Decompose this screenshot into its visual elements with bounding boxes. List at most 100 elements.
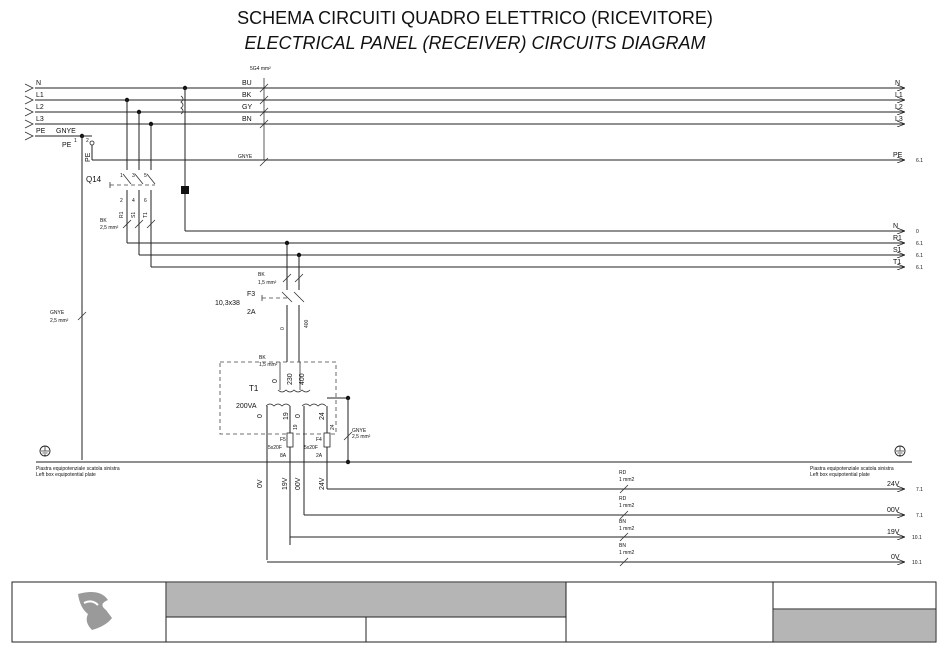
lv-0v-color: BN [619,543,626,549]
plate-left-en: Left box equipotential plate [36,472,96,478]
output-lines [127,85,905,267]
wire-color-l2: GY [242,104,252,111]
q14-section: 2,5 mm² [100,225,119,231]
f3-term-400: 400 [304,319,310,328]
lv-vert-00v: 00V [295,477,302,490]
out-r1-ref: 6.1 [916,241,923,247]
pe-gnye-label: GNYE [56,128,76,135]
right-label-l2: L2 [895,104,903,111]
fuse-f3 [261,243,305,362]
out-t1-ref: 6.1 [916,265,923,271]
gnye-left-wire: GNYE [50,310,65,316]
wire-color-n: BU [242,80,252,87]
lv-0v-label: 0V [891,554,900,561]
q14-term-5: 5 [144,173,147,179]
q14-switch [109,97,156,267]
lv-24v-ref: 7.1 [916,487,923,493]
title-block [11,581,937,643]
plate-right-it: Piastra equipotenziale scatola sinistra [810,466,894,472]
lv-19v-ref: 10.1 [912,535,922,541]
f3-label: F3 [247,291,255,298]
t1-sec-small-19: 19 [293,424,299,430]
t1-secondary-19: 19 [283,412,290,420]
low-voltage-lines [267,484,905,567]
t1-secondary-24: 24 [319,412,326,420]
f3-size: 10,3x38 [215,300,240,307]
q14-phase-r1: R1 [119,211,125,218]
q14-term-4: 4 [132,198,135,204]
lv-19v-label: 19V [887,529,900,536]
f5-rating: 8A [280,453,287,459]
q14-term-3: 3 [132,173,135,179]
equipotential-plate [36,445,912,463]
q14-phase-s1: S1 [131,212,137,218]
left-label-l3: L3 [36,116,44,123]
t1-sec-small-24: 24 [330,424,336,430]
f3-rating: 2A [247,309,256,316]
t1-primary-0: 0 [272,379,279,383]
lv-24v-label: 24V [887,481,900,488]
title-block-cell-shaded [165,581,567,618]
title-italian: SCHEMA CIRCUITI QUADRO ELETTRICO (RICEVI… [237,8,713,28]
q14-label: Q14 [86,175,102,184]
out-r1-label: R1 [893,235,902,242]
gnye-left-section: 2,5 mm² [50,318,69,324]
lv-00v-color: RD [619,496,627,502]
title-block-cell-shaded-right [772,608,937,643]
t1-label: T1 [249,384,259,393]
f5-label: F5 [280,437,286,443]
transformer-t1 [219,361,353,560]
plate-right-en: Left box equipotential plate [810,472,870,478]
out-t1-label: T1 [893,259,901,266]
left-label-pe: PE [36,128,46,135]
right-label-l3: L3 [895,116,903,123]
out-n-ref: 0 [916,229,919,235]
lv-00v-section: 1 mm2 [619,503,635,509]
wire-color-l3: BN [242,116,252,123]
left-label-l1: L1 [36,92,44,99]
q14-term-1: 1 [120,173,123,179]
plate-left-it: Piastra equipotenziale scatola sinistra [36,466,120,472]
lv-19v-section: 1 mm2 [619,526,635,532]
f4-rating: 2A [316,453,323,459]
left-label-n: N [36,80,41,87]
t1-gnye-section: 2,5 mm² [352,434,371,440]
right-label-n: N [895,80,900,87]
title-english: ELECTRICAL PANEL (RECEIVER) CIRCUITS DIA… [244,33,706,53]
q14-term-2: 2 [120,198,123,204]
pe-terminal-label: PE [62,142,72,149]
lv-vert-24v: 24V [319,477,326,490]
f3-section: 1,5 mm² [258,280,277,286]
lv-vert-0v: 0V [257,479,264,488]
t1-section: 1,5 mm² [259,362,278,368]
t1-wire: BK [259,355,266,361]
pe-section [79,133,905,460]
lv-00v-ref: 7.1 [916,513,923,519]
lv-24v-color: RD [619,470,627,476]
company-logo [78,592,112,630]
pe-terminal-2: 2 [86,138,89,144]
main-busbars [24,83,905,141]
lv-vert-19v: 19V [282,477,289,490]
out-s1-label: S1 [893,247,902,254]
out-s1-ref: 6.1 [916,253,923,259]
wire-color-l1: BK [242,92,252,99]
left-label-l2: L2 [36,104,44,111]
lv-24v-section: 1 mm2 [619,477,635,483]
q14-wire: BK [100,218,107,224]
cable-spec: 5G4 mm² [250,66,271,72]
pe-terminal-1: 1 [74,138,77,144]
t1-power: 200VA [236,403,257,410]
lv-0v-ref: 10.1 [912,560,922,566]
lv-0v-section: 1 mm2 [619,550,635,556]
f3-wire: BK [258,272,265,278]
f3-term-0: 0 [280,327,286,330]
q14-phase-t1: T1 [143,212,149,218]
t1-secondary-0b: 0 [295,414,302,418]
lv-19v-color: BN [619,519,626,525]
q14-term-6: 6 [144,198,147,204]
t1-secondary-0a: 0 [257,414,264,418]
out-n-label: N [893,223,898,230]
pe-vertical-label: PE [85,152,92,162]
